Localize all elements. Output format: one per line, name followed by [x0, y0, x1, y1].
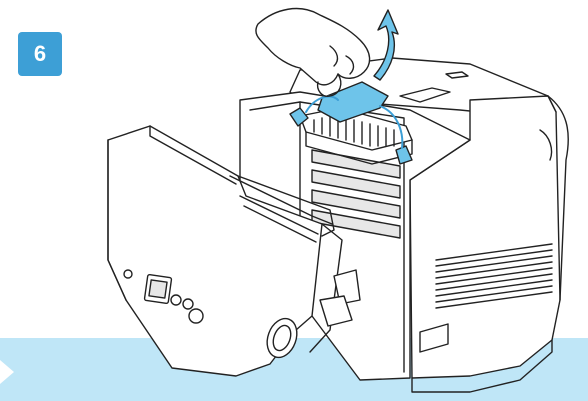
left-release-lever	[289, 107, 309, 127]
imaging-drum-slots	[311, 149, 401, 239]
printer-side-handle	[419, 323, 449, 353]
panel-indicator	[123, 269, 133, 279]
step-number-badge: 6	[18, 32, 62, 76]
hand-icon	[255, 7, 371, 86]
panel-button-1	[170, 294, 182, 306]
paper-guide-cover	[317, 81, 389, 123]
printer-vent-grille	[435, 243, 553, 309]
band-pointer-icon	[0, 360, 14, 384]
curved-arrow-up-icon	[373, 9, 399, 81]
panel-button-2	[182, 298, 194, 310]
panel-dial	[188, 308, 204, 324]
